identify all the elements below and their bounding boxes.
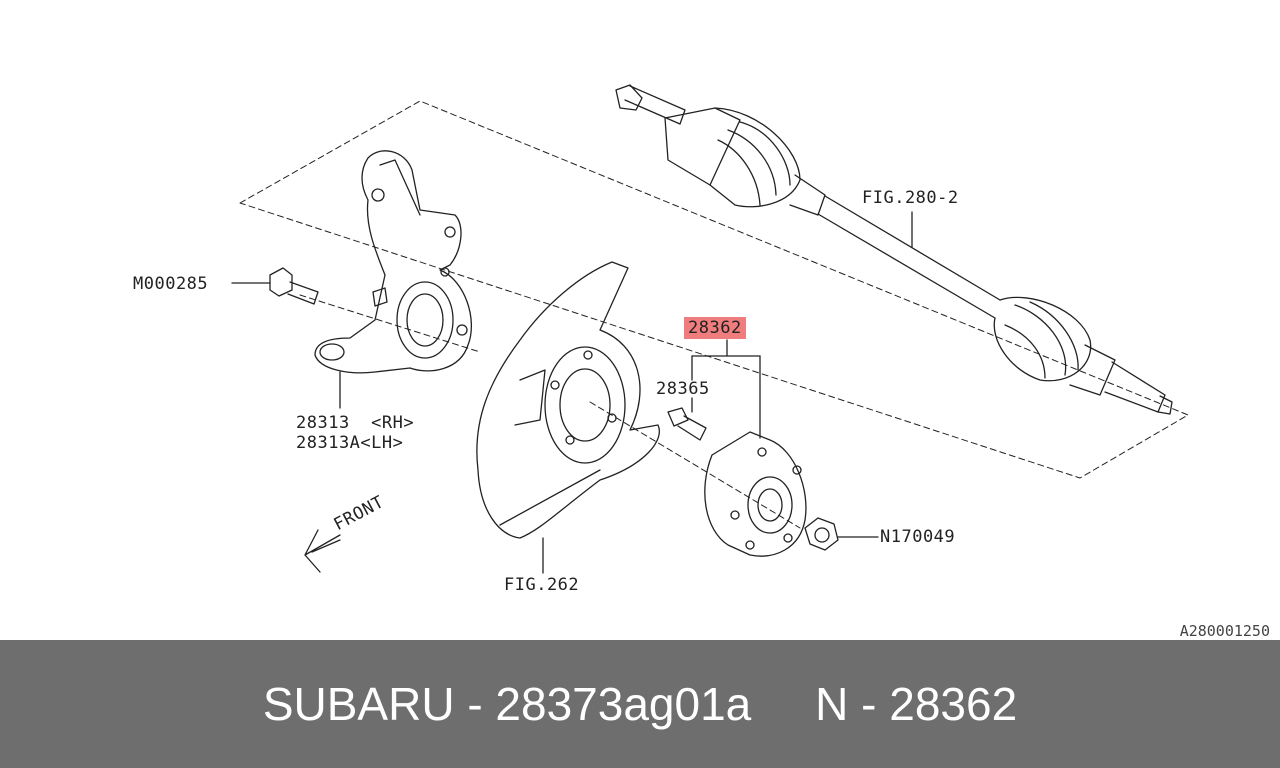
axis-line-1 xyxy=(299,294,481,353)
callout-28362-highlighted[interactable]: 28362 xyxy=(684,317,746,339)
callout-28313-rh: 28313 <RH> xyxy=(296,413,415,433)
callout-fig-280-2: FIG.280-2 xyxy=(862,188,959,208)
steering-knuckle xyxy=(314,150,472,374)
dust-cover xyxy=(476,261,660,539)
footer-banner: SUBARU - 28373ag01a N - 28362 xyxy=(0,640,1280,768)
axis-line-2 xyxy=(589,401,801,529)
reference-code: A280001250 xyxy=(1179,622,1270,640)
knuckle-bolt xyxy=(269,267,319,305)
hub-nut xyxy=(804,517,839,551)
footer-spacer xyxy=(751,677,815,731)
front-arrow xyxy=(304,529,341,573)
callout-m000285: M000285 xyxy=(133,274,209,294)
footer-brand-part: SUBARU - 28373ag01a xyxy=(262,678,752,730)
assembly-boundary xyxy=(239,100,1189,479)
hub-assembly xyxy=(704,431,807,557)
hub-bolt xyxy=(667,407,707,441)
exploded-parts-diagram xyxy=(231,84,1189,574)
callout-fig-262: FIG.262 xyxy=(504,575,580,595)
callout-n170049: N170049 xyxy=(880,527,956,547)
callout-28365: 28365 xyxy=(656,379,710,399)
callout-28313a-lh: 28313A<LH> xyxy=(296,433,404,453)
drive-shaft xyxy=(615,84,1173,415)
footer-reference: N - 28362 xyxy=(815,678,1018,730)
